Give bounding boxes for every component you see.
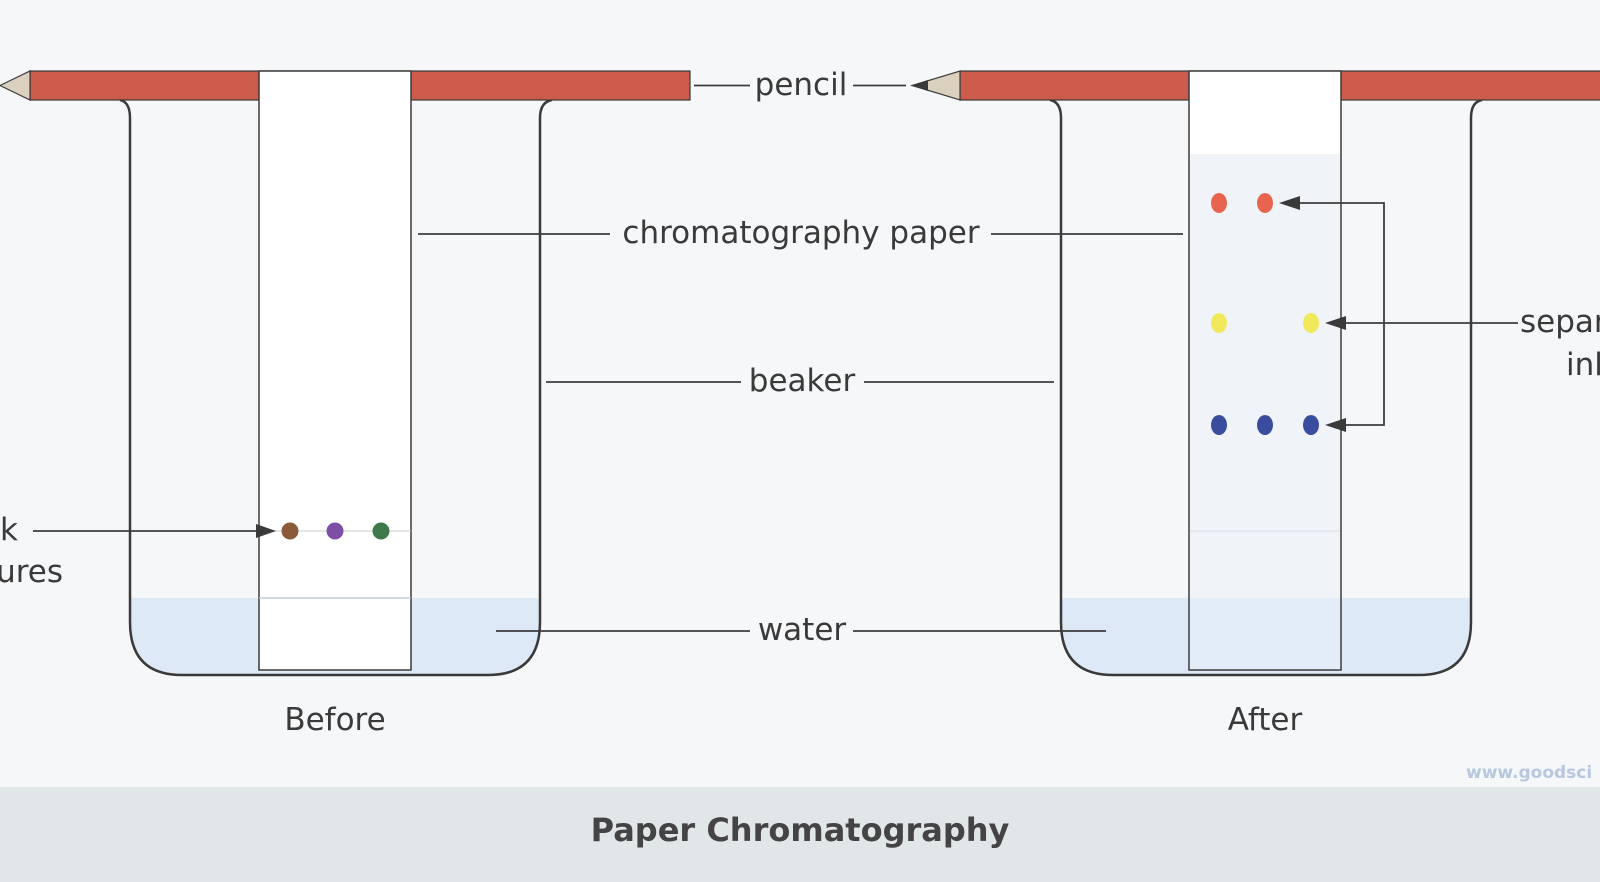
ink-dot-purple [326,522,344,540]
label-ink-mixtures-line2: ures [0,554,63,590]
label-separated-inks-line2: inl [1566,347,1600,383]
label-before: Before [284,702,385,738]
ink-mixtures-arrow [33,524,276,538]
label-chromatography-paper: chromatography paper [622,215,979,251]
dot-blue-2 [1257,415,1273,435]
dot-yellow-1 [1211,313,1227,333]
beaker-left [119,98,553,677]
label-water: water [758,612,847,648]
before-setup [0,70,691,677]
label-ink-mixtures-line1: k [0,512,18,548]
after-setup [909,70,1600,677]
label-beaker: beaker [749,363,856,399]
leader-lines [418,84,1183,632]
label-after: After [1228,702,1303,738]
dot-blue-1 [1211,415,1227,435]
caption-bar: Paper Chromatography [0,787,1600,882]
watermark-text: www.goodsci [1466,763,1592,783]
ink-dot-brown [281,522,299,540]
paper-in-water-right [1190,598,1340,669]
label-separated-inks-line1: separ [1520,304,1600,340]
label-pencil: pencil [755,67,848,103]
dot-blue-3 [1303,415,1319,435]
ink-dot-green [372,522,390,540]
chromatography-paper-left [258,70,412,671]
dot-yellow-2 [1303,313,1319,333]
beaker-right [1049,98,1483,677]
separated-inks-arrows [1279,196,1518,432]
chromatography-diagram: pencil chromatography paper beaker water… [0,67,1600,783]
dot-red-2 [1257,193,1273,213]
figure-title: Paper Chromatography [590,810,1010,849]
dot-red-1 [1211,193,1227,213]
wet-region-right [1190,154,1340,669]
